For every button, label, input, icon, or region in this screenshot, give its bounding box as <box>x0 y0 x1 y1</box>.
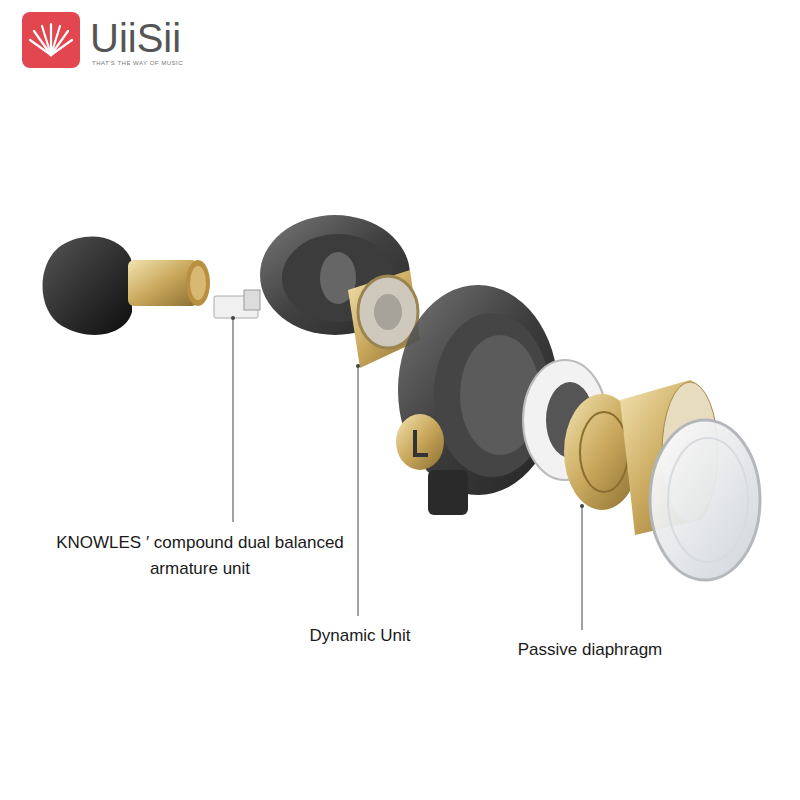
leader-dot <box>231 316 235 320</box>
shell-stem <box>428 470 468 515</box>
nozzle-mesh-inner <box>190 266 206 300</box>
nozzle-mesh <box>186 260 210 306</box>
leader-dot <box>356 364 360 368</box>
leader-line <box>582 506 583 630</box>
brand-name: UiiSii <box>90 14 240 62</box>
channel-letter <box>415 430 428 455</box>
dynamic-unit-center <box>374 294 402 330</box>
ba-unit-port <box>244 290 260 310</box>
passive-diaphragm-ring <box>580 412 628 492</box>
leader-dot <box>580 504 584 508</box>
leader-line <box>233 318 234 522</box>
ear-tip <box>43 237 133 335</box>
part-label: Passive diaphragm <box>490 640 690 660</box>
clear-cap-inner <box>668 438 748 562</box>
part-label: KNOWLES ′ compound dual balanced armatur… <box>40 530 360 581</box>
logo-rays <box>30 24 72 55</box>
logo-mark <box>22 12 80 68</box>
part-label: Dynamic Unit <box>280 626 440 646</box>
brand-tagline: THAT'S THE WAY OF MUSIC <box>92 60 242 67</box>
channel-badge <box>396 414 444 470</box>
leader-line <box>358 366 359 616</box>
clear-cap <box>650 420 760 580</box>
